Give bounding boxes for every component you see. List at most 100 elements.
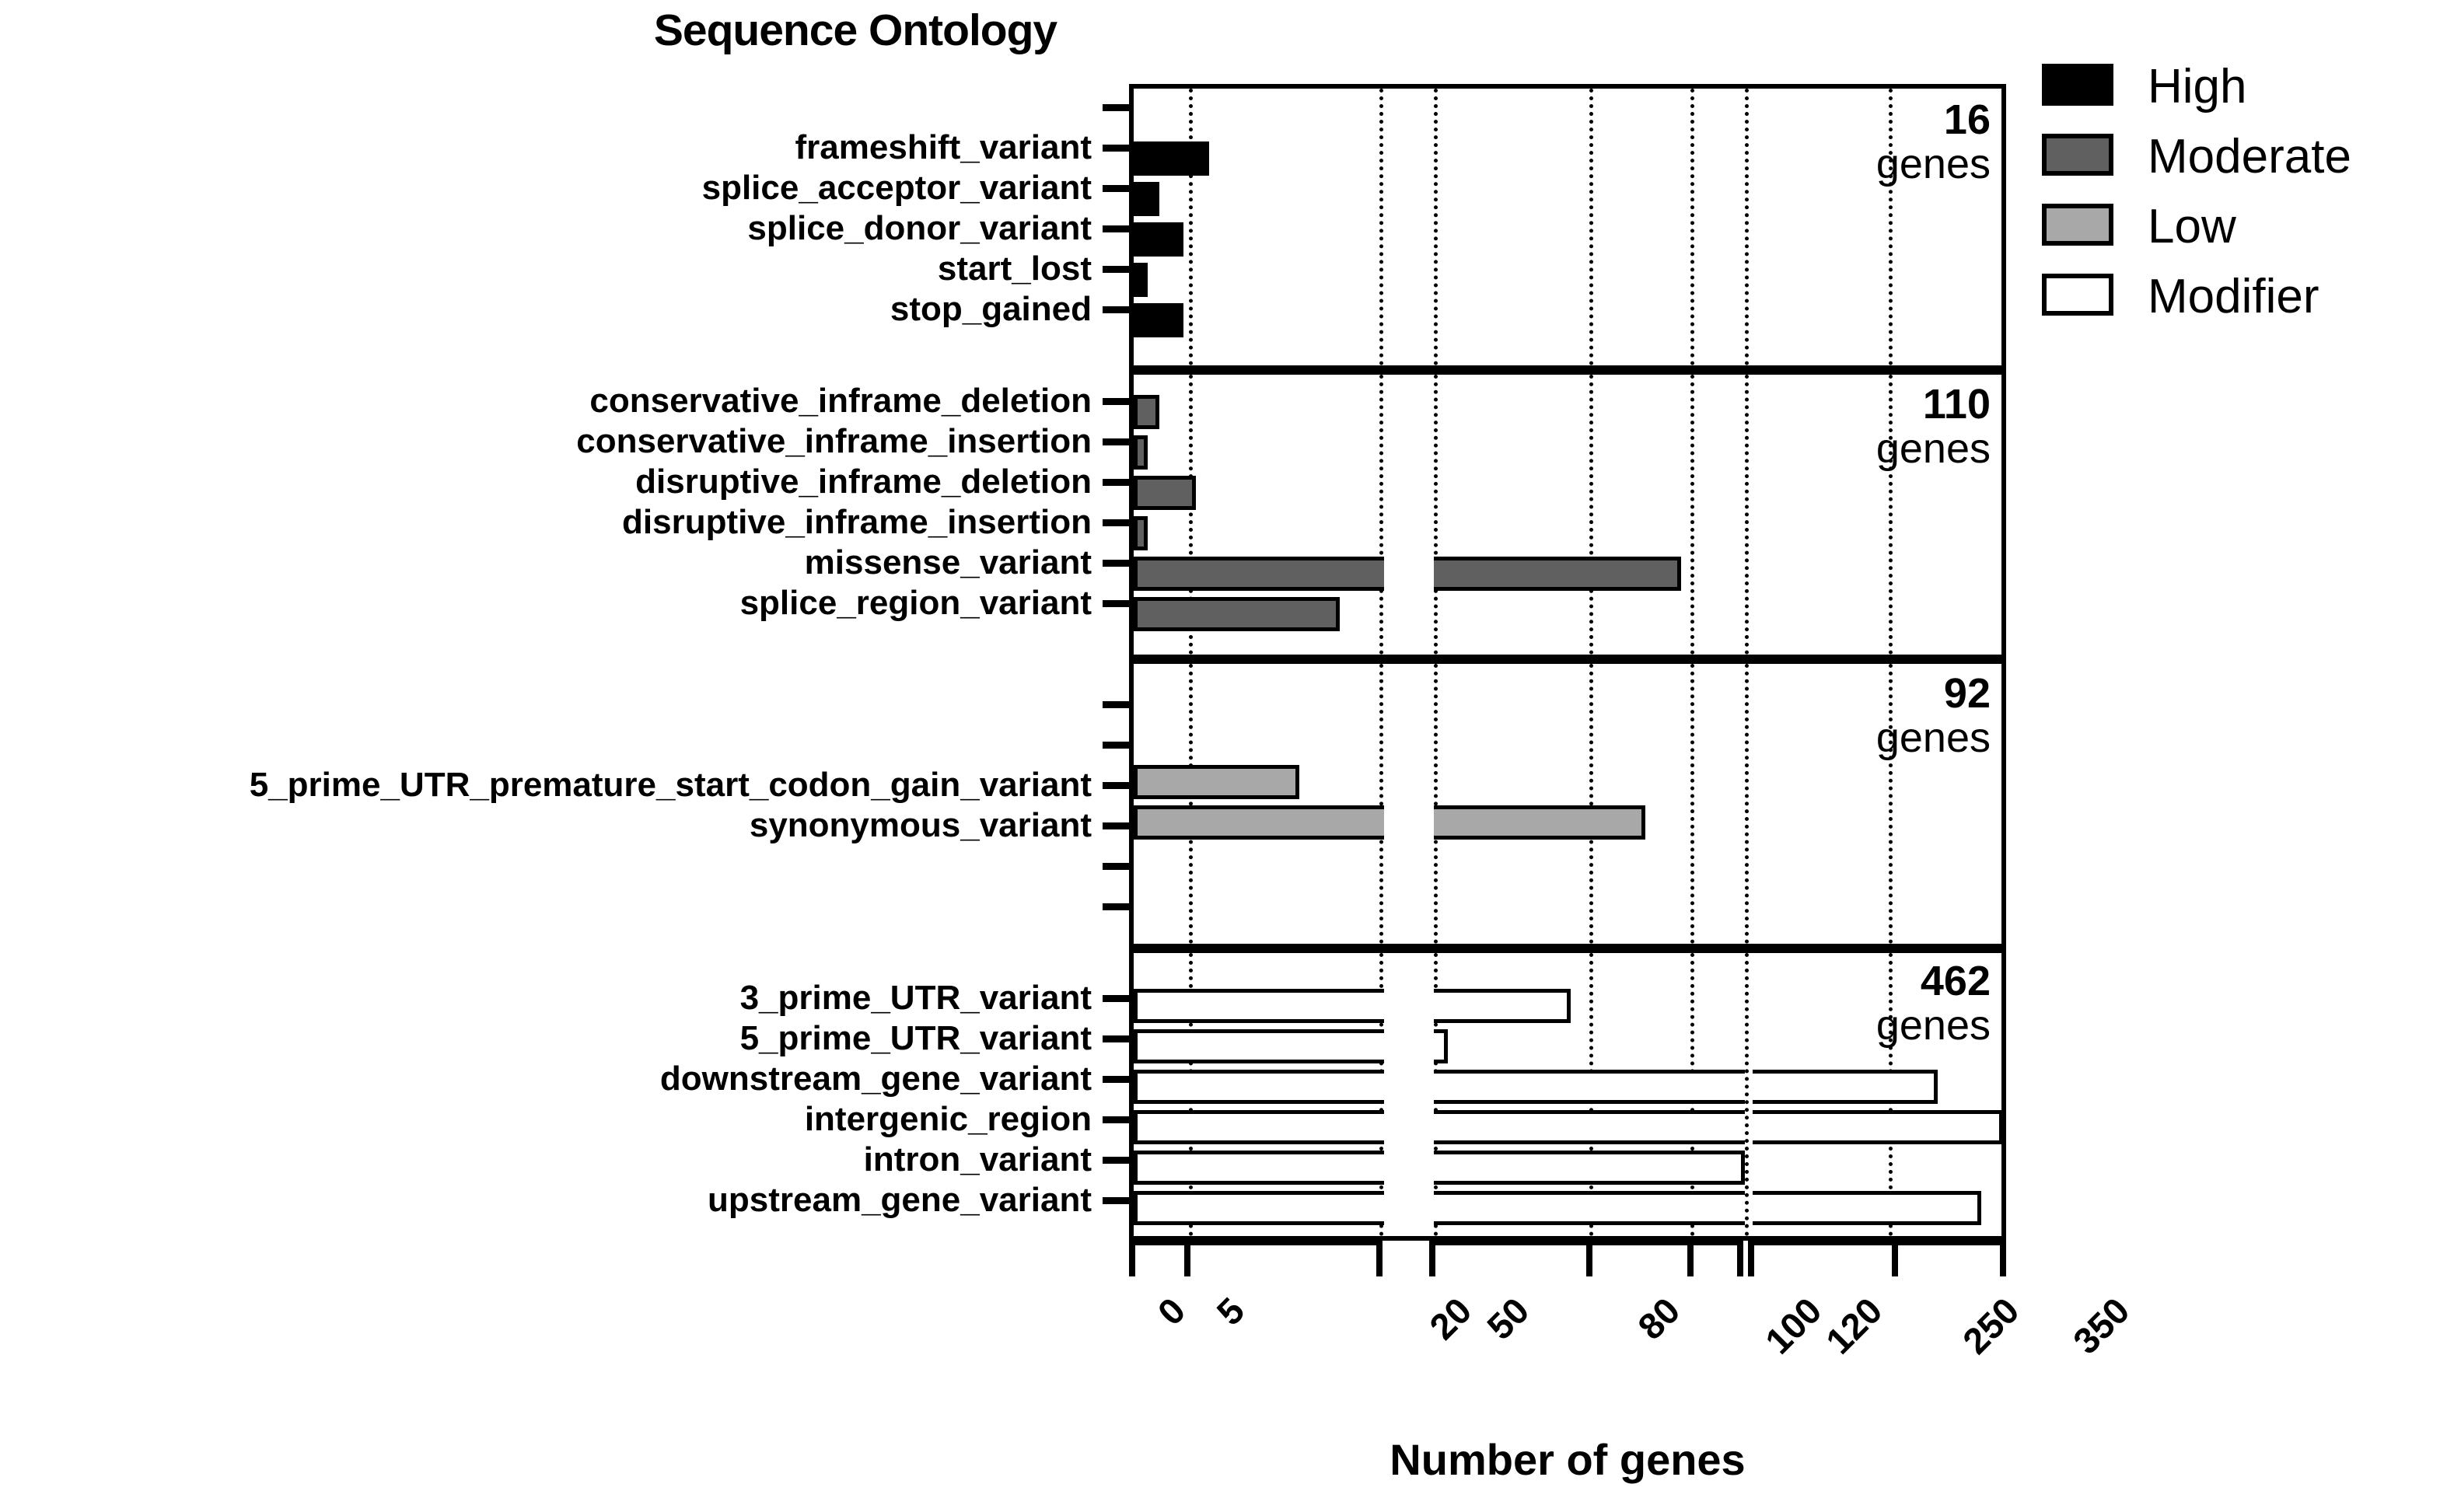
x-axis-title: Number of genes (1390, 1435, 1746, 1484)
y-label-downstream-gene-variant: downstream_gene_variant (659, 1060, 1092, 1098)
y-tick (1103, 1197, 1129, 1204)
x-tick-80 (1586, 1241, 1592, 1276)
x-tick-label-100: 100 (1757, 1289, 1830, 1362)
y-label-3-prime-utr-variant: 3_prime_UTR_variant (739, 979, 1092, 1017)
bar-disruptive-inframe-deletion (1134, 476, 1196, 510)
gridline (1189, 89, 1193, 365)
panel-count-number: 110 (1922, 381, 1991, 428)
legend-swatch-low-icon (2042, 204, 2113, 246)
x-tick-20 (1376, 1241, 1383, 1276)
x-axis-segment-1 (1129, 1241, 1383, 1245)
bar-intergenic-region-seg3 (1753, 1110, 2001, 1144)
y-tick (1103, 479, 1129, 486)
panel-count-number: 462 (1920, 958, 1991, 1004)
legend-swatch-moderate-icon (2042, 134, 2113, 176)
bar-disruptive-inframe-insertion (1134, 516, 1148, 550)
y-label-frameshift-variant: frameshift_variant (795, 128, 1092, 166)
x-tick-250 (1892, 1241, 1898, 1276)
y-tick (1103, 438, 1129, 445)
y-tick (1103, 306, 1129, 313)
bar-conservative-inframe-deletion (1134, 395, 1159, 429)
legend-item-moderate[interactable]: Moderate (2042, 126, 2431, 196)
y-tick (1103, 903, 1129, 910)
plot-area: 16 genes 110 genes (1129, 84, 2006, 1241)
legend-swatch-modifier-icon (2042, 274, 2113, 316)
panel-high: 16 genes (1129, 84, 2006, 370)
gridline (1589, 375, 1593, 655)
panel-modifier: 462 genes (1129, 948, 2006, 1241)
x-tick-120a (1737, 1241, 1743, 1276)
bar-intron-variant-seg1 (1134, 1151, 1384, 1185)
x-tick-5 (1184, 1241, 1190, 1276)
x-tick-label-120: 120 (1817, 1289, 1890, 1362)
panel-count-number: 16 (1943, 96, 1991, 143)
x-tick-label-80: 80 (1630, 1289, 1688, 1348)
x-axis-segment-3 (1748, 1241, 2006, 1245)
y-label-5-prime-utr-variant: 5_prime_UTR_variant (739, 1019, 1092, 1057)
bar-downstream-gene-variant-seg3 (1753, 1070, 1938, 1104)
panel-count-unit: genes (1875, 714, 1991, 761)
y-tick (1103, 1076, 1129, 1083)
x-tick-100 (1687, 1241, 1694, 1276)
y-tick (1103, 1116, 1129, 1123)
y-tick (1103, 995, 1129, 1002)
bar-3-prime-utr-variant-seg2 (1434, 989, 1571, 1023)
legend-label-low: Low (2148, 200, 2236, 253)
bar-intron-variant-seg2 (1434, 1151, 1745, 1185)
gridline (1889, 664, 1893, 944)
y-tick (1103, 560, 1129, 567)
y-label-splice-donor-variant: splice_donor_variant (747, 209, 1092, 247)
panel-count-modifier: 462 genes (1876, 959, 1991, 1047)
x-tick-label-0: 0 (1149, 1289, 1194, 1333)
y-tick (1103, 600, 1129, 607)
gridline (1189, 375, 1193, 655)
gridline (1889, 375, 1893, 655)
gridline (1690, 89, 1694, 365)
bar-synonymous-variant-seg2 (1434, 805, 1645, 840)
panel-count-low: 92 genes (1876, 672, 1991, 759)
bar-downstream-gene-variant-seg2 (1434, 1070, 1745, 1104)
gridline (1379, 89, 1383, 365)
legend-item-high[interactable]: High (2042, 56, 2431, 126)
y-tick (1103, 225, 1129, 232)
gridline (1690, 664, 1694, 944)
gridline (1589, 664, 1593, 944)
panel-count-unit: genes (1875, 140, 1991, 187)
gridline (1745, 664, 1749, 944)
bar-3-prime-utr-variant-seg1 (1134, 989, 1384, 1023)
legend-item-low[interactable]: Low (2042, 196, 2431, 266)
gridline (1434, 375, 1438, 655)
y-tick (1103, 782, 1129, 789)
bar-splice-donor-variant (1134, 222, 1183, 257)
bar-missense-variant-seg1 (1134, 557, 1384, 591)
gridline (1690, 375, 1694, 655)
x-tick-350 (2000, 1241, 2006, 1276)
x-tick-label-20: 20 (1421, 1289, 1480, 1348)
panel-count-moderate: 110 genes (1876, 382, 1991, 470)
y-label-disruptive-inframe-deletion: disruptive_inframe_deletion (635, 463, 1092, 501)
x-tick-label-50: 50 (1479, 1289, 1537, 1348)
bar-intergenic-region-seg1 (1134, 1110, 1384, 1144)
y-tick (1103, 519, 1129, 526)
bar-start-lost (1134, 263, 1148, 297)
bar-upstream-gene-variant-seg1 (1134, 1191, 1384, 1225)
bar-5-prime-utr-variant-seg1 (1134, 1029, 1384, 1063)
bar-missense-variant-seg2 (1434, 557, 1681, 591)
bar-splice-region-variant (1134, 597, 1340, 631)
panel-count-unit: genes (1875, 1001, 1991, 1049)
bar-upstream-gene-variant-seg2 (1434, 1191, 1745, 1225)
y-tick (1103, 398, 1129, 405)
bar-5-prime-utr-variant-seg2 (1434, 1029, 1448, 1063)
legend-item-modifier[interactable]: Modifier (2042, 266, 2431, 336)
y-label-disruptive-inframe-insertion: disruptive_inframe_insertion (622, 503, 1092, 541)
y-label-5-prime-utr-premature-start-codon-gain-variant: 5_prime_UTR_premature_start_codon_gain_v… (249, 766, 1092, 804)
legend: High Moderate Low Modifier (2042, 56, 2431, 336)
y-tick (1103, 822, 1129, 829)
y-tick (1103, 104, 1129, 111)
bar-intergenic-region-seg2 (1434, 1110, 1745, 1144)
y-label-intron-variant: intron_variant (863, 1140, 1092, 1179)
legend-label-moderate: Moderate (2148, 130, 2351, 183)
x-tick-label-5: 5 (1208, 1289, 1253, 1333)
x-axis: 0 5 20 50 80 100 120 250 350 (1129, 1241, 2138, 1362)
y-tick (1103, 185, 1129, 192)
